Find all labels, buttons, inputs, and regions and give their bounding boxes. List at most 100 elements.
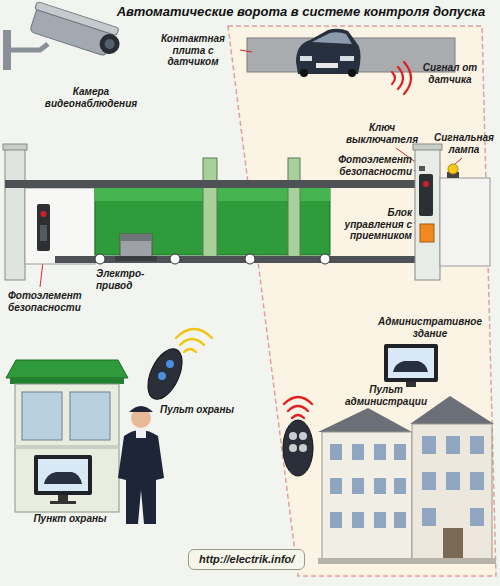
admin-building-part [374,512,386,528]
gate-leaf-part [288,158,300,258]
admin-building [318,396,496,564]
admin-remote-part [299,432,307,440]
right-post-part [415,148,440,280]
left-post-part [25,188,95,264]
leader-lines-part [455,158,462,164]
guard-monitor-part [58,495,68,501]
bottom-rail-part [320,254,330,264]
signal-lamp [447,164,459,178]
left-post-part [5,148,25,280]
top-rail [5,180,415,188]
guard-remote-waves [176,329,212,352]
right-photocell [419,174,433,216]
surveillance-camera-part [3,30,11,70]
admin-building-part [422,472,436,490]
car-on-plate-part [300,56,312,61]
right-post-part [413,144,442,150]
surveillance-camera-part-part [35,1,119,35]
bottom-rail-part [55,256,470,263]
right-photocell-part [419,174,433,216]
guard-booth [6,360,128,512]
part-label: Ключ выключателя [344,122,420,145]
admin-remote-part [299,444,307,452]
admin-building-part [470,508,484,526]
gate-leaf-part [203,158,217,258]
guard-remote-part [158,372,166,380]
sensor-signal-waves-part [404,62,411,94]
admin-remote-part [289,432,297,440]
part-label: Контактная плита с датчиком [148,33,238,68]
guard-monitor [34,455,92,504]
guard-person-part [136,428,146,438]
car-on-plate-part [300,69,308,77]
admin-building-part [443,528,463,558]
admin-monitor-part [388,348,434,378]
guard-person-part [129,406,153,412]
bottom-rail-part [95,254,105,264]
admin-building-part [394,478,406,494]
admin-remote-waves-part [288,406,308,411]
left-photocell-part [37,204,50,251]
road-part [228,26,496,576]
guard-remote-part [166,360,174,368]
sensor-signal-waves-part [392,72,395,84]
car-on-plate-part [312,32,352,44]
admin-building-part [318,558,496,564]
guard-monitor-part [44,472,82,484]
top-rail-part [5,180,415,188]
guard-monitor-part [50,501,76,504]
guard-remote-waves-part [184,349,196,352]
admin-remote-waves-part [284,397,312,404]
part-label: Камера видеонаблюдения [38,86,144,109]
admin-building-part [394,512,406,528]
admin-building-part [470,472,484,490]
admin-building-part [352,512,364,528]
guard-remote-waves-part [176,329,212,338]
guard-remote [141,344,189,405]
guard-remote-part [141,344,189,405]
part-label: Административное здание [368,316,492,339]
guard-monitor-part [34,455,92,495]
right-photocell-part [423,181,429,187]
admin-remote-waves-part [292,415,304,418]
guard-booth-part [10,378,124,384]
admin-remote [283,420,313,476]
surveillance-camera-part-part [97,31,122,56]
source-caption: http://electrik.info/ [188,549,305,570]
surveillance-camera-part [11,44,48,50]
electric-drive [115,234,157,261]
sensor-signal-waves-part [398,67,403,89]
admin-building-part [394,444,406,460]
guard-booth-part [22,392,62,440]
electric-drive-part [115,256,157,261]
admin-building-part [470,436,484,454]
car-on-plate-part [348,69,356,77]
guard-booth-part [6,360,128,378]
bottom-rail-part [245,254,255,264]
guard-remote-waves-part [180,339,204,345]
left-post-part [3,144,27,150]
diagram-title: Автоматические ворота в системе контроля… [108,5,494,20]
bottom-rail [55,254,470,264]
right-post-part [419,166,425,171]
admin-building-part [374,478,386,494]
left-photocell [37,204,50,251]
surveillance-camera-part [28,1,125,59]
part-label: Фотоэлемент безопасности [8,290,108,313]
admin-monitor [384,344,438,387]
guard-booth-part [70,392,110,440]
admin-building-part [412,424,492,560]
admin-building-part [374,444,386,460]
electric-drive-part [120,234,152,241]
signal-lamp-part [448,164,458,174]
part-label: Электро-привод [96,268,156,291]
bottom-rail-part [170,254,180,264]
admin-building-part [322,432,412,560]
guard-booth-part [15,384,119,512]
admin-building-part [352,444,364,460]
admin-building-part [330,478,342,494]
left-photocell-part [40,225,47,241]
admin-remote-part [283,420,313,476]
car-on-plate [296,29,361,77]
